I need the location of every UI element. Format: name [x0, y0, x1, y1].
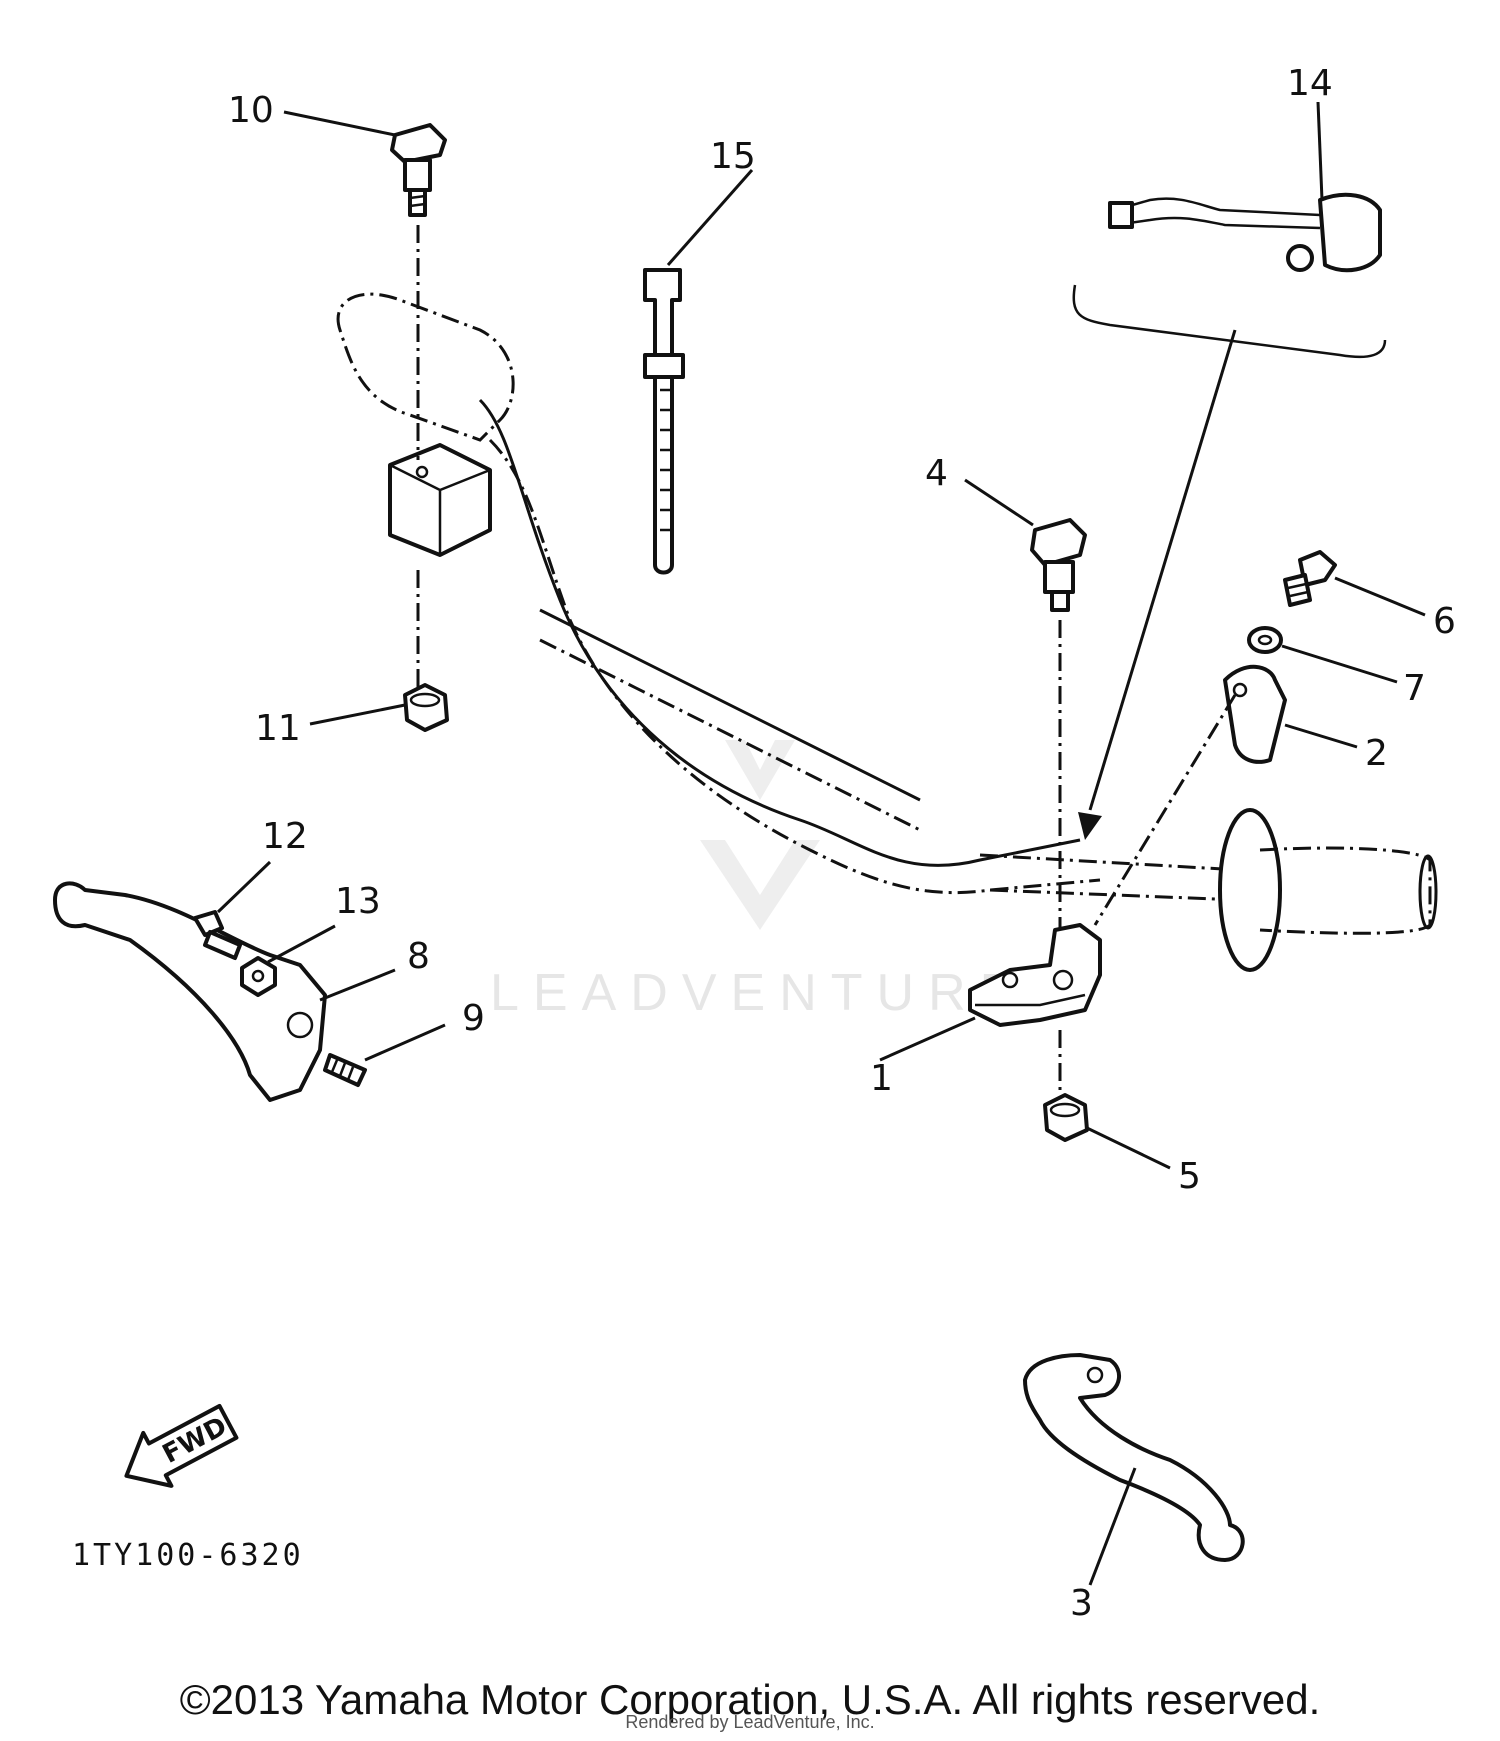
forward-arrow-icon: FWD — [124, 1403, 239, 1488]
left-lever — [53, 881, 327, 1102]
screw-6 — [1283, 550, 1337, 607]
nut-13 — [240, 956, 277, 997]
callout-15: 15 — [710, 136, 756, 177]
right-grip — [1218, 808, 1438, 972]
assembly-line-2 — [1093, 694, 1237, 926]
leader-lines — [216, 101, 1426, 1586]
cable-tie — [643, 268, 685, 575]
callout-9: 9 — [462, 998, 485, 1039]
switch-assembly — [1072, 192, 1387, 359]
bolt-10 — [390, 123, 447, 217]
watermark: LEADVENTURE — [490, 740, 1028, 1022]
setscrew-9 — [323, 1053, 367, 1087]
lever-bracket — [968, 923, 1102, 1027]
left-clamp-block — [388, 443, 492, 557]
callout-5: 5 — [1178, 1156, 1201, 1197]
nut-11 — [403, 683, 449, 732]
callout-10: 10 — [228, 90, 274, 131]
nut-5 — [1043, 1093, 1089, 1142]
callout-13: 13 — [335, 881, 381, 922]
rendered-by-notice: Rendered by LeadVenture, Inc. — [625, 1712, 875, 1732]
callout-4: 4 — [925, 453, 948, 494]
bolt-4 — [1030, 518, 1087, 612]
clamp-2 — [1223, 664, 1287, 764]
callouts: 10 11 15 14 4 6 7 2 1 5 12 13 8 9 3 — [228, 63, 1456, 1624]
diagram-code: 1TY100-6320 — [72, 1538, 304, 1573]
callout-12: 12 — [262, 816, 308, 857]
callout-11: 11 — [255, 708, 301, 749]
callout-1: 1 — [870, 1058, 893, 1099]
callout-14: 14 — [1287, 63, 1333, 104]
callout-6: 6 — [1433, 601, 1456, 642]
washer-7 — [1247, 626, 1283, 654]
callout-2: 2 — [1365, 733, 1388, 774]
watermark-text: LEADVENTURE — [490, 964, 1028, 1022]
callout-8: 8 — [407, 936, 430, 977]
callout-3: 3 — [1070, 1583, 1093, 1624]
callout-7: 7 — [1403, 668, 1426, 709]
handlebar — [336, 292, 1241, 902]
copyright-notice: ©2013 Yamaha Motor Corporation, U.S.A. A… — [179, 1676, 1321, 1723]
install-arrow — [1078, 329, 1237, 840]
right-lever — [1023, 1353, 1245, 1562]
bolt-12 — [193, 910, 242, 960]
